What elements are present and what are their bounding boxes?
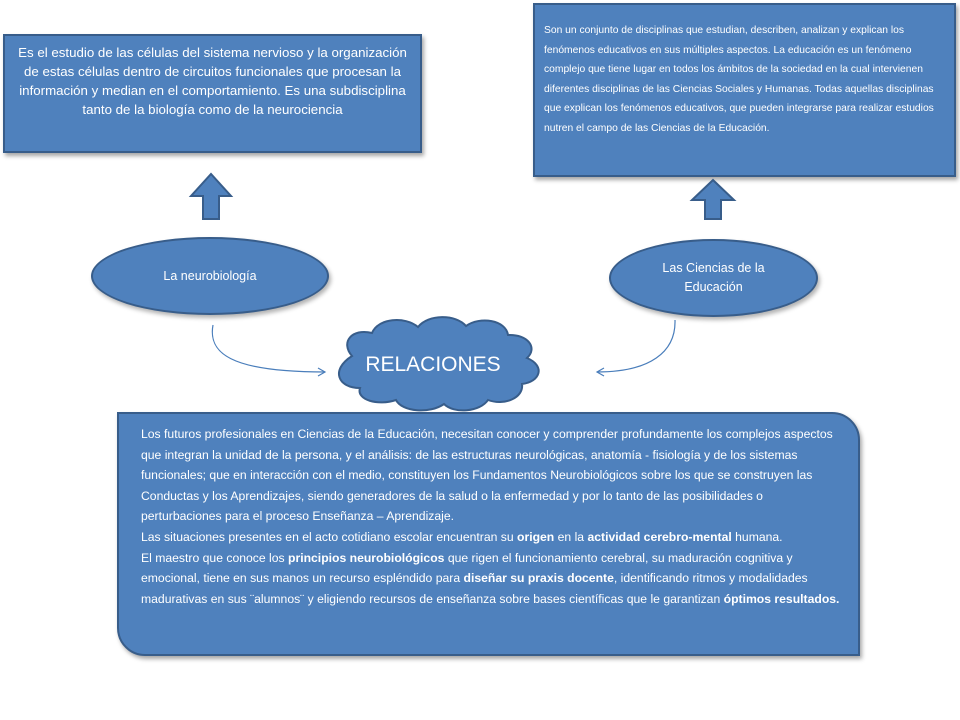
bold-run: origen (517, 529, 555, 544)
relations-paragraph-1: Los futuros profesionales en Ciencias de… (141, 427, 833, 524)
up-arrow-left-icon (188, 172, 234, 220)
text-run: , identificando ritmos y modalidades mad… (141, 571, 808, 606)
right-connector-arrow (595, 319, 676, 377)
left-connector-arrow (211, 324, 327, 377)
education-sciences-node-label: Las Ciencias de la Educación (662, 261, 765, 294)
text-run: en la (554, 529, 588, 544)
text-run: que rigen el funcionamiento cerebral, su… (141, 550, 793, 586)
neurobiology-definition-box: Es el estudio de las células del sistema… (3, 34, 422, 153)
education-sciences-node: Las Ciencias de la Educación (609, 239, 818, 317)
neurobiology-node-label: La neurobiología (163, 268, 257, 283)
bold-run: actividad cerebro-mental (587, 529, 732, 544)
bold-run: óptimos resultados. (723, 591, 840, 606)
relations-paragraph-3: El maestro que conoce los principios neu… (141, 548, 846, 610)
text-run: Las situaciones presentes en el acto cot… (141, 529, 518, 544)
bold-run: principios neurobiológicos (288, 550, 445, 565)
neurobiology-definition-text: Es el estudio de las células del sistema… (18, 45, 407, 117)
up-arrow-right-icon (689, 178, 737, 220)
relaciones-label: RELACIONES (365, 353, 501, 376)
neurobiology-node: La neurobiología (91, 237, 329, 315)
text-run: El maestro que conoce los (141, 550, 289, 565)
relations-description-box: Los futuros profesionales en Ciencias de… (117, 412, 860, 656)
text-run: humana. (731, 529, 783, 544)
education-sciences-definition-box: Son un conjunto de disciplinas que estud… (533, 3, 956, 177)
bold-run: diseñar su praxis docente (463, 571, 614, 586)
education-sciences-definition-text: Son un conjunto de disciplinas que estud… (544, 25, 934, 134)
up-arrow-left (191, 174, 231, 218)
relations-paragraph-2: Las situaciones presentes en el acto cot… (141, 527, 846, 548)
